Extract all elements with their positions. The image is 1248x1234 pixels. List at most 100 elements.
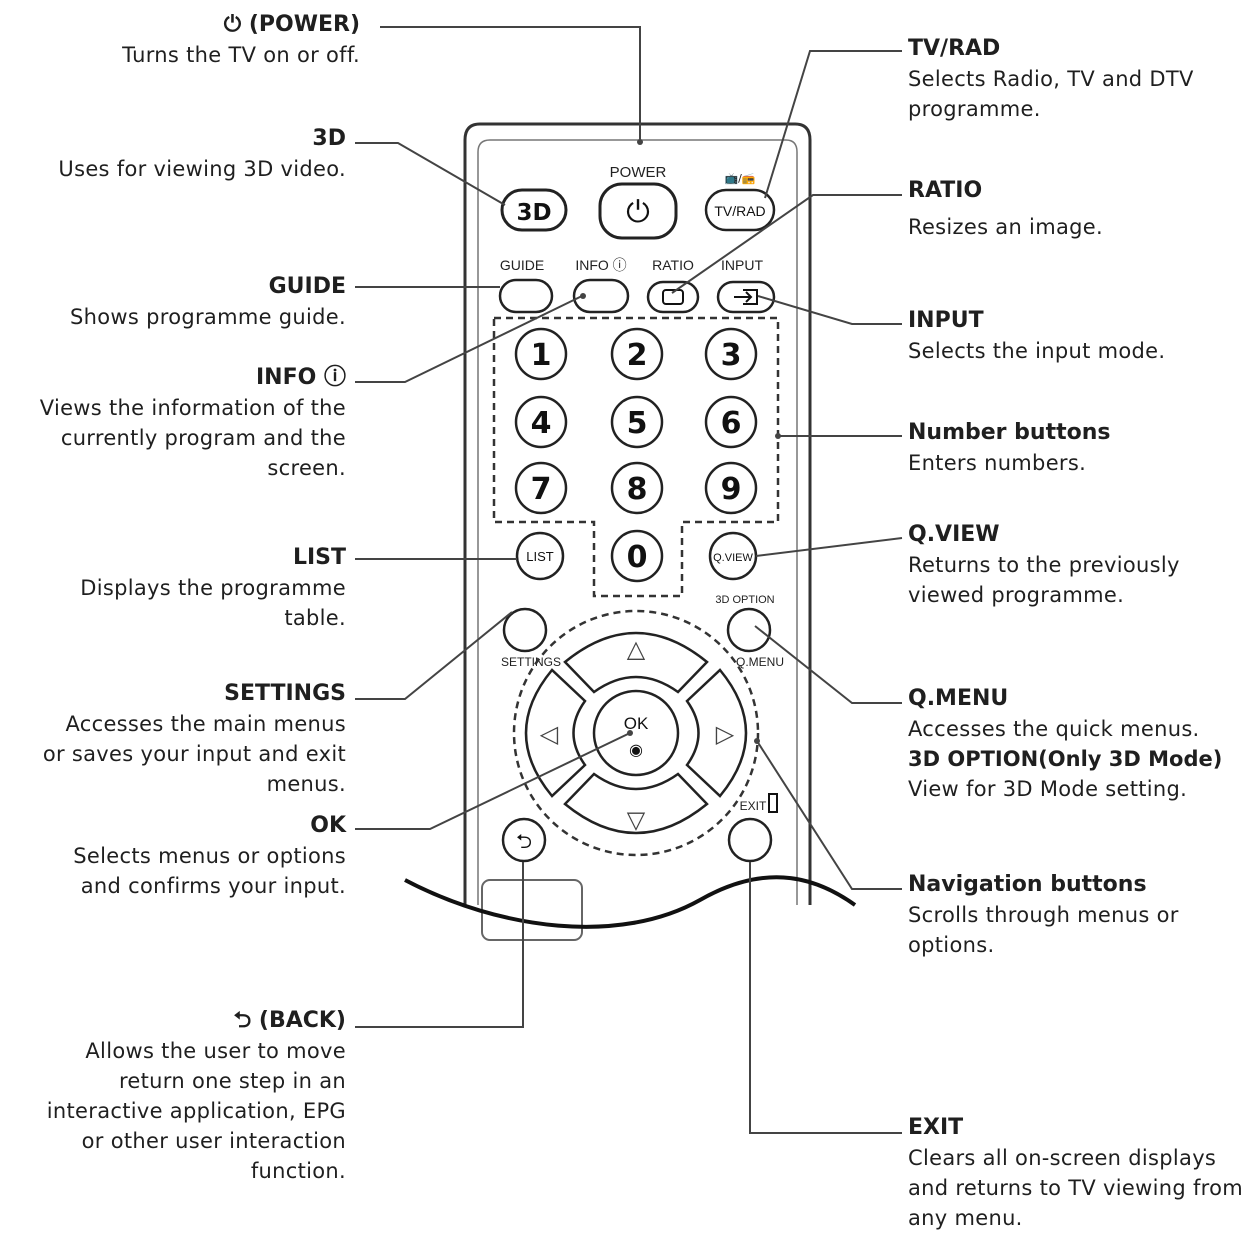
guide-label: GUIDE bbox=[500, 257, 544, 273]
number-button[interactable] bbox=[610, 461, 664, 515]
callout-exit: EXIT Clears all on-screen displays and r… bbox=[908, 1113, 1248, 1233]
callout-3d-title: 3D bbox=[312, 126, 346, 151]
qview-label: Q.VIEW bbox=[713, 552, 753, 564]
ok-label: OK bbox=[624, 714, 649, 733]
number-button[interactable] bbox=[610, 327, 664, 381]
exit-label: EXIT bbox=[740, 799, 767, 813]
ratio-icon bbox=[662, 289, 684, 305]
leader-qmenu bbox=[754, 625, 902, 704]
callout-nav-title: Navigation buttons bbox=[908, 872, 1147, 897]
digit-label: 1 bbox=[531, 338, 552, 373]
digit-label: 0 bbox=[627, 540, 648, 575]
ratio-button[interactable] bbox=[646, 280, 700, 314]
number-buttons bbox=[514, 327, 758, 583]
number-button[interactable] bbox=[610, 529, 664, 583]
settings-button[interactable] bbox=[502, 607, 548, 653]
number-button[interactable] bbox=[514, 395, 568, 449]
callout-3d-option-title: 3D OPTION(Only 3D Mode) bbox=[908, 747, 1223, 771]
callout-qview-desc: Returns to the previously viewed program… bbox=[908, 553, 1180, 607]
number-button[interactable] bbox=[704, 461, 758, 515]
input-label: INPUT bbox=[721, 257, 763, 273]
callout-ratio-title: RATIO bbox=[908, 178, 983, 203]
callout-list-title: LIST bbox=[292, 545, 346, 570]
info-button[interactable] bbox=[572, 278, 630, 314]
callout-power-desc: Turns the TV on or off. bbox=[122, 43, 360, 67]
tvrad-button[interactable] bbox=[704, 188, 776, 232]
digit-label: 3 bbox=[721, 338, 742, 373]
guide-button[interactable] bbox=[498, 278, 554, 314]
callout-settings: SETTINGS Accesses the main menus or save… bbox=[43, 679, 346, 799]
callout-ratio: RATIO Resizes an image. bbox=[908, 176, 1103, 242]
up-arrow-icon: △ bbox=[627, 635, 646, 663]
list-label: LIST bbox=[526, 549, 554, 564]
leader-info bbox=[355, 295, 583, 383]
leader-ok bbox=[355, 732, 631, 830]
nav-down-button[interactable] bbox=[563, 772, 709, 835]
ok-dot-icon: ◉ bbox=[629, 740, 643, 759]
callout-settings-desc: Accesses the main menus or saves your in… bbox=[42, 712, 346, 796]
callout-power-title: ⏻ (POWER) bbox=[223, 12, 360, 37]
power-icon: ⏻ bbox=[626, 195, 650, 230]
number-button[interactable] bbox=[704, 327, 758, 381]
callout-tvrad-title: TV/RAD bbox=[908, 36, 1001, 61]
ok-button[interactable] bbox=[592, 689, 680, 777]
3d-button[interactable] bbox=[500, 188, 568, 232]
callout-qmenu-title: Q.MENU bbox=[908, 686, 1009, 711]
tvrad-top-icon: 📺/📻 bbox=[724, 172, 755, 185]
callout-power: ⏻ (POWER) Turns the TV on or off. bbox=[122, 10, 360, 70]
callout-info: INFO ⓘ Views the information of the curr… bbox=[40, 363, 346, 483]
callout-3d-option-desc: View for 3D Mode setting. bbox=[908, 777, 1188, 801]
callout-tvrad-desc: Selects Radio, TV and DTV programme. bbox=[908, 67, 1194, 121]
callout-numbers-desc: Enters numbers. bbox=[908, 451, 1087, 475]
number-button[interactable] bbox=[610, 395, 664, 449]
leader-ratio bbox=[671, 194, 902, 294]
leader-settings bbox=[355, 611, 513, 700]
list-button[interactable] bbox=[515, 531, 565, 581]
input-icon bbox=[734, 289, 758, 305]
settings-label: SETTINGS bbox=[501, 655, 561, 669]
number-button[interactable] bbox=[704, 395, 758, 449]
back-button[interactable] bbox=[501, 817, 547, 863]
callout-ok-desc: Selects menus or options and confirms yo… bbox=[73, 844, 346, 898]
digit-label: 7 bbox=[531, 472, 552, 507]
qmenu-button[interactable] bbox=[726, 607, 772, 653]
callout-qview: Q.VIEW Returns to the previously viewed … bbox=[908, 520, 1180, 610]
callout-settings-title: SETTINGS bbox=[224, 681, 346, 706]
number-button[interactable] bbox=[514, 461, 568, 515]
callout-ok-title: OK bbox=[310, 813, 346, 838]
down-arrow-icon: ▽ bbox=[627, 806, 646, 834]
callout-numbers-title: Number buttons bbox=[908, 420, 1111, 445]
leader-input bbox=[757, 295, 902, 325]
callout-ok: OK Selects menus or options and confirms… bbox=[73, 811, 346, 901]
callout-nav-desc: Scrolls through menus or options. bbox=[908, 903, 1179, 957]
power-button[interactable] bbox=[598, 182, 678, 240]
back-icon: ⮌ bbox=[516, 829, 532, 853]
callout-exit-desc: Clears all on-screen displays and return… bbox=[908, 1146, 1244, 1230]
navigation-ring bbox=[512, 609, 760, 857]
exit-button[interactable] bbox=[727, 817, 773, 863]
number-button[interactable] bbox=[514, 327, 568, 381]
nav-right-button[interactable] bbox=[685, 668, 748, 798]
qmenu-label: Q.MENU bbox=[736, 655, 784, 669]
leader-nav bbox=[756, 740, 902, 890]
callout-input: INPUT Selects the input mode. bbox=[908, 306, 1165, 366]
digit-label: 5 bbox=[627, 406, 648, 441]
callout-back: ⮌ (BACK) Allows the user to move return … bbox=[47, 1006, 346, 1186]
callout-list: LIST Displays the programme table. bbox=[80, 543, 346, 633]
callout-qmenu-desc: Accesses the quick menus. bbox=[908, 717, 1200, 741]
callout-info-title: INFO ⓘ bbox=[256, 365, 346, 390]
3d-option-label: 3D OPTION bbox=[715, 594, 774, 606]
callout-qview-title: Q.VIEW bbox=[908, 522, 1000, 547]
digit-label: 9 bbox=[721, 472, 742, 507]
left-arrow-icon: ◁ bbox=[540, 720, 559, 748]
digit-label: 6 bbox=[721, 406, 742, 441]
callout-ratio-desc: Resizes an image. bbox=[908, 215, 1103, 239]
nav-left-button[interactable] bbox=[524, 668, 587, 798]
nav-up-button[interactable] bbox=[563, 631, 709, 694]
callout-3d: 3D Uses for viewing 3D video. bbox=[58, 124, 346, 184]
leader-tvrad bbox=[764, 50, 902, 199]
info-label: INFO ⓘ bbox=[575, 257, 626, 273]
callout-guide: GUIDE Shows programme guide. bbox=[70, 272, 346, 332]
